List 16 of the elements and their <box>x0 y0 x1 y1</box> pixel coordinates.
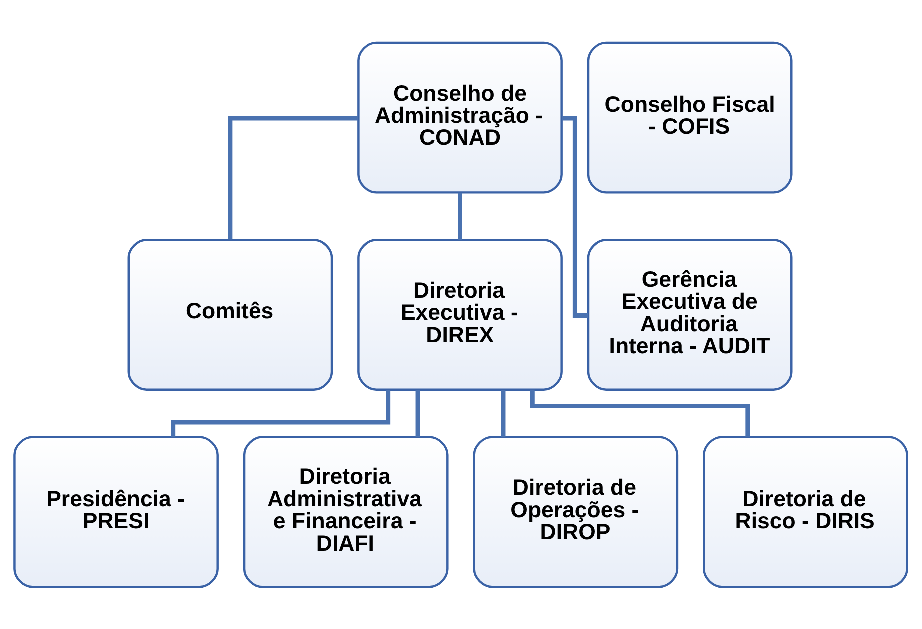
connector <box>171 390 391 437</box>
node-box: Comitês <box>128 238 334 390</box>
connector <box>458 192 462 240</box>
node-box: Diretoria Administrativa e Financeira - DIAFI <box>243 436 449 588</box>
connector <box>501 390 506 437</box>
node-box: Conselho Fiscal - COFIS <box>587 41 793 194</box>
connector <box>228 116 358 240</box>
node-box: Conselho de Administração - CONAD <box>358 41 563 194</box>
node-box: Gerência Executiva de Auditoria Interna - AUDIT <box>587 238 793 390</box>
node-box: Diretoria de Operações - DIROP <box>473 436 679 588</box>
node-box: Diretoria Executiva - DIREX <box>358 238 563 390</box>
connector <box>562 116 588 318</box>
node-box: Diretoria de Risco - DIRIS <box>703 436 908 588</box>
node-box: Presidência - PRESI <box>14 436 219 588</box>
connector <box>416 390 420 437</box>
connector <box>530 389 750 436</box>
